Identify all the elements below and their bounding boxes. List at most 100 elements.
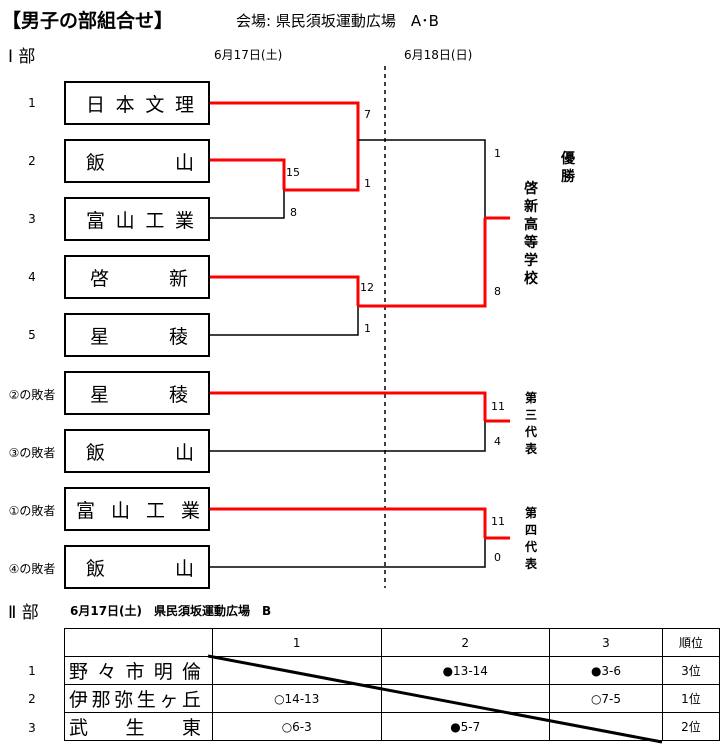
team-char: ヶ <box>159 689 179 711</box>
table-row: 伊 那 弥 生 ヶ 丘 ○14-13 ○7-5 1位 <box>64 684 720 713</box>
team-char: 稜 <box>168 325 188 348</box>
team-name-cell: 武 生 東 <box>64 712 213 741</box>
division1-label: Ⅰ 部 <box>8 47 36 67</box>
result-cell: ●5-7 <box>380 712 550 741</box>
team-char: 那 <box>91 689 111 711</box>
result-cell <box>380 684 550 713</box>
team-char: 山 <box>174 441 194 464</box>
team-char: 星 <box>90 325 110 348</box>
team-char: 山 <box>174 151 194 174</box>
column-header: 2 <box>380 628 550 657</box>
line-toyama-loss <box>210 190 285 219</box>
result-cell: ○7-5 <box>549 684 663 713</box>
bracket-lines <box>210 66 510 588</box>
seed-label: 1 <box>28 96 36 110</box>
team-char: 工 <box>145 209 165 232</box>
team-char: 山 <box>115 209 135 232</box>
table-header-row: 1 2 3 順位 <box>64 628 720 657</box>
team-box: 富 山 工 業 <box>64 197 210 241</box>
line-fourth-bottom <box>210 538 486 568</box>
team-char: 富 <box>86 209 106 232</box>
seed-label: ③の敗者 <box>8 446 56 460</box>
team-name-cell: 野 々 市 明 倫 <box>64 656 213 685</box>
seed-label: ④の敗者 <box>8 562 56 576</box>
team-char: 山 <box>110 499 130 522</box>
third-representative-label: 第三代表 <box>524 391 537 456</box>
page-title: 【男子の部組合せ】 <box>2 10 174 32</box>
line-iiyama-advance <box>284 140 360 192</box>
team-box: 富 山 工 業 <box>64 487 210 531</box>
row-seed: 3 <box>28 721 36 735</box>
column-header: 順位 <box>662 628 720 657</box>
fourth-representative-label: 第四代表 <box>524 506 537 571</box>
score: 1 <box>364 177 371 190</box>
team-char: 工 <box>145 499 165 522</box>
seed-label: 3 <box>28 212 36 226</box>
table-row: 武 生 東 ○6-3 ●5-7 2位 <box>64 712 720 741</box>
round-robin-table: 1 2 3 順位 野 々 市 明 倫 ●13-14 ●3-6 3位 伊 那 弥 … <box>64 628 720 741</box>
score: 8 <box>494 285 501 298</box>
result-cell <box>549 712 663 741</box>
seed-label: 4 <box>28 270 36 284</box>
team-char: 丘 <box>181 689 201 711</box>
team-char: 倫 <box>181 661 201 683</box>
team-char: 東 <box>181 717 201 739</box>
team-char: 々 <box>97 661 117 683</box>
team-char: 市 <box>125 661 145 683</box>
venue-text: 会場: 県民須坂運動広場 A･B <box>236 12 439 30</box>
team-box: 飯 山 <box>64 545 210 589</box>
line-final-top <box>358 139 486 218</box>
score: 1 <box>494 147 501 160</box>
score: 8 <box>290 206 297 219</box>
team-char: 啓 <box>90 267 110 290</box>
seed-label: ②の敗者 <box>8 388 56 402</box>
team-char: 稜 <box>168 383 188 406</box>
team-char: 武 <box>69 717 89 739</box>
score: 4 <box>494 435 501 448</box>
score: 0 <box>494 551 501 564</box>
team-char: 野 <box>69 661 89 683</box>
team-char: 伊 <box>69 689 89 711</box>
team-char: 山 <box>174 557 194 580</box>
champion-label: 優勝 <box>561 151 575 185</box>
team-char: 弥 <box>114 689 134 711</box>
team-char: 飯 <box>86 557 106 580</box>
column-header: 3 <box>549 628 663 657</box>
score: 15 <box>286 166 300 179</box>
row-seed: 1 <box>28 664 36 678</box>
score: 11 <box>491 400 505 413</box>
line-iiyama-win <box>210 158 286 190</box>
team-char: 飯 <box>86 151 106 174</box>
division2-info: 6月17日(土) 県民須坂運動広場 B <box>70 604 272 618</box>
score: 1 <box>364 322 371 335</box>
team-box: 星 稜 <box>64 313 210 357</box>
team-box: 飯 山 <box>64 139 210 183</box>
team-char: 理 <box>174 93 194 116</box>
division2-label: Ⅱ 部 <box>8 603 39 623</box>
seed-label: 2 <box>28 154 36 168</box>
row-seed: 2 <box>28 692 36 706</box>
team-char: 富 <box>76 499 96 522</box>
team-box: 日 本 文 理 <box>64 81 210 125</box>
team-box: 星 稜 <box>64 371 210 415</box>
line-third-bottom <box>210 421 486 452</box>
team-name-cell: 伊 那 弥 生 ヶ 丘 <box>64 684 213 713</box>
team-char: 新 <box>168 267 188 290</box>
team-char: 星 <box>90 383 110 406</box>
team-char: 日 <box>86 93 106 116</box>
team-box: 飯 山 <box>64 429 210 473</box>
champion-team: 啓新高等学校 <box>524 181 538 287</box>
seed-label: 5 <box>28 328 36 342</box>
line-fourth-top <box>210 507 487 538</box>
team-char: 飯 <box>86 441 106 464</box>
score: 11 <box>491 515 505 528</box>
result-cell: ○6-3 <box>212 712 382 741</box>
rank-cell: 2位 <box>662 712 720 741</box>
team-char: 生 <box>125 717 145 739</box>
line-keishin-win <box>210 275 360 306</box>
score: 7 <box>364 108 371 121</box>
line-third-top <box>210 391 487 421</box>
line-seiryo-loss <box>210 306 359 336</box>
team-char: 文 <box>145 93 165 116</box>
